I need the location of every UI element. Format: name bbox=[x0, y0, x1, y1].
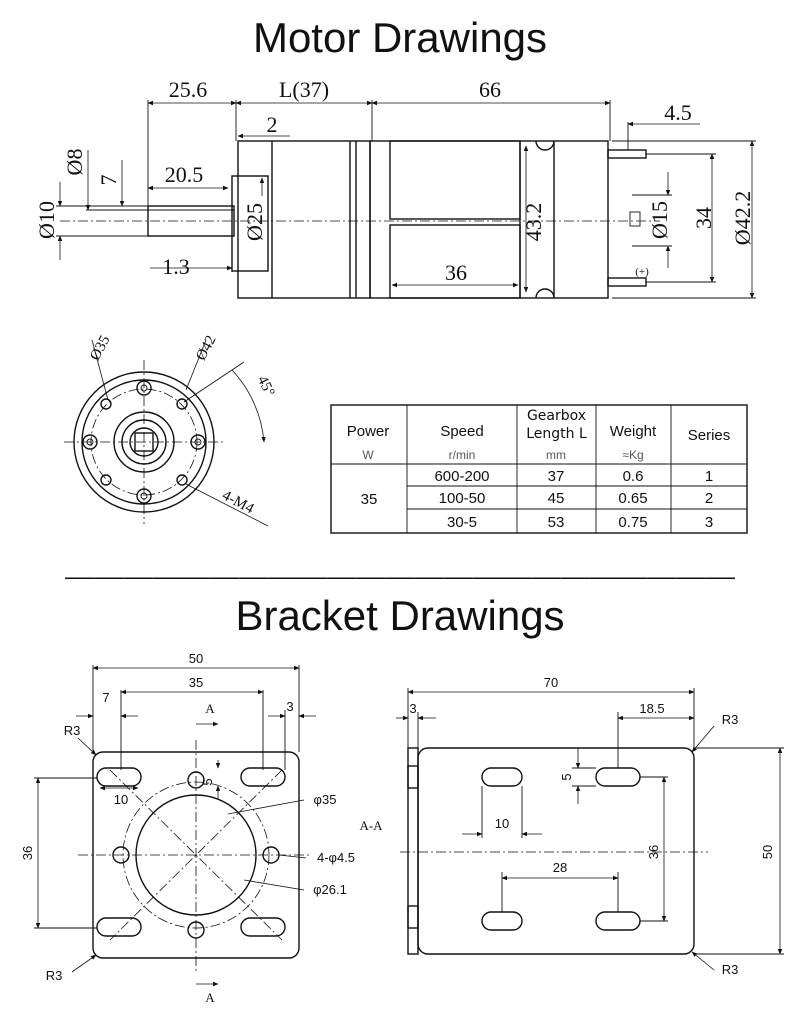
bracket-dim-36: 36 bbox=[20, 846, 35, 860]
cell-series-2: 3 bbox=[705, 514, 713, 531]
bracket-side-dim-3: 3 bbox=[409, 701, 416, 716]
bracket-side-dim-5: 5 bbox=[559, 773, 574, 780]
cell-length-0: 37 bbox=[548, 468, 565, 485]
dim-dia-15: Ø15 bbox=[647, 201, 672, 239]
bracket-side-r3-top: R3 bbox=[722, 712, 739, 727]
bracket-side-base bbox=[417, 747, 695, 955]
bracket-dim-7: 7 bbox=[102, 690, 109, 705]
dim-66: 66 bbox=[479, 77, 501, 102]
dim-dia-10: Ø10 bbox=[34, 201, 59, 239]
bracket-side-view: A-A 70 3 18.5 R3 R3 5 bbox=[359, 675, 784, 977]
header-weight: Weight bbox=[610, 423, 657, 440]
bracket-front-view: 50 35 7 3 R3 R3 A A 10 5 φ35 bbox=[20, 651, 355, 1005]
dim-dia-42-front: Ø42 bbox=[193, 333, 219, 363]
motor-shaft bbox=[147, 205, 235, 237]
header-power-unit: W bbox=[362, 448, 374, 462]
bracket-side-r3-bottom: R3 bbox=[722, 962, 739, 977]
dim-34: 34 bbox=[691, 207, 716, 229]
bracket-dim-10: 10 bbox=[114, 792, 128, 807]
cell-weight-0: 0.6 bbox=[623, 468, 644, 485]
dim-1-3: 1.3 bbox=[162, 254, 190, 279]
header-speed: Speed bbox=[440, 423, 483, 440]
bracket-side-flange bbox=[407, 747, 419, 955]
dim-4-5: 4.5 bbox=[664, 100, 692, 125]
cell-weight-2: 0.75 bbox=[618, 514, 647, 531]
bracket-dim-5: 5 bbox=[200, 778, 215, 785]
motor-side-view: 25.6 L(37) 66 4.5 2 Ø8 7 20.5 Ø10 Ø25 1.… bbox=[34, 77, 756, 299]
bracket-phi-26-1: φ26.1 bbox=[313, 882, 347, 897]
bracket-r3-top: R3 bbox=[64, 723, 81, 738]
bracket-side-dim-10: 10 bbox=[495, 816, 509, 831]
dim-4-m4: 4-M4 bbox=[219, 488, 256, 518]
section-separator: ——————————————————————— bbox=[65, 564, 735, 589]
bracket-dim-50-top: 50 bbox=[189, 651, 203, 666]
cell-series-1: 2 bbox=[705, 490, 713, 507]
header-gearbox-length: Gearbox Length L bbox=[526, 408, 587, 442]
bracket-side-dim-28: 28 bbox=[553, 860, 567, 875]
dim-45-degrees: 45° bbox=[254, 373, 278, 399]
motor-pilot-boss bbox=[231, 175, 269, 272]
motor-drawings-title: Motor Drawings bbox=[253, 14, 547, 61]
header-weight-unit: ≈Kg bbox=[622, 448, 643, 462]
cell-speed-2: 30-5 bbox=[447, 514, 477, 531]
bracket-side-dim-50: 50 bbox=[760, 845, 775, 859]
spec-table: Power W Speed r/min Gearbox Length L mm … bbox=[330, 404, 748, 534]
header-power: Power bbox=[347, 423, 390, 440]
terminal-plus-label: (+) bbox=[635, 266, 649, 278]
bracket-section-a-bottom: A bbox=[205, 990, 215, 1005]
dim-dia-35-front: Ø35 bbox=[87, 333, 113, 363]
dim-dia-8: Ø8 bbox=[62, 149, 87, 176]
dim-7: 7 bbox=[96, 175, 121, 186]
cell-speed-1: 100-50 bbox=[439, 490, 486, 507]
dim-2: 2 bbox=[267, 112, 278, 137]
dim-dia-42-2: Ø42.2 bbox=[730, 191, 755, 245]
header-speed-unit: r/min bbox=[449, 448, 476, 462]
bracket-section-a-a: A-A bbox=[359, 818, 383, 833]
cell-weight-1: 0.65 bbox=[618, 490, 647, 507]
bracket-holes-4-phi-4-5: 4-φ4.5 bbox=[317, 850, 355, 865]
bracket-section-a-top: A bbox=[205, 701, 215, 716]
cell-speed-0: 600-200 bbox=[434, 468, 489, 485]
dim-25-6: 25.6 bbox=[169, 77, 208, 102]
header-gearbox-unit: mm bbox=[546, 448, 566, 462]
cell-power: 35 bbox=[361, 491, 378, 508]
bracket-r3-bottom: R3 bbox=[46, 968, 63, 983]
bracket-phi-35: φ35 bbox=[314, 792, 337, 807]
dim-20-5: 20.5 bbox=[165, 162, 204, 187]
bracket-drawings-title: Bracket Drawings bbox=[235, 592, 564, 639]
cell-length-1: 45 bbox=[548, 490, 565, 507]
header-series: Series bbox=[688, 427, 731, 444]
dim-dia-25: Ø25 bbox=[242, 203, 267, 241]
dim-43-2: 43.2 bbox=[521, 203, 546, 242]
motor-terminal-top bbox=[607, 149, 647, 159]
dim-gearbox-length: L(37) bbox=[279, 77, 329, 102]
bracket-side-dim-36: 36 bbox=[646, 845, 661, 859]
cell-series-0: 1 bbox=[705, 468, 713, 485]
bracket-dim-3: 3 bbox=[286, 699, 293, 714]
motor-terminal-bottom bbox=[607, 277, 647, 287]
dim-36: 36 bbox=[445, 260, 467, 285]
bracket-side-dim-18-5: 18.5 bbox=[639, 701, 664, 716]
bracket-side-dim-70: 70 bbox=[544, 675, 558, 690]
motor-front-view: Ø35 Ø42 45° 4-M4 bbox=[64, 333, 278, 527]
cell-length-2: 53 bbox=[548, 514, 565, 531]
bracket-dim-35: 35 bbox=[189, 675, 203, 690]
